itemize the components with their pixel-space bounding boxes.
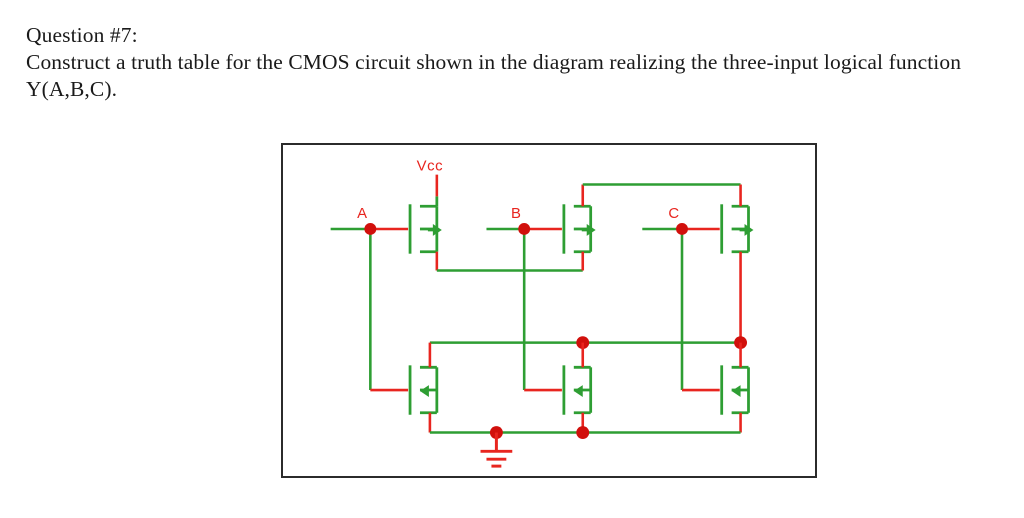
node-dot-c xyxy=(676,223,688,235)
pmos-b-symbol xyxy=(486,184,596,271)
question-block: Question #7: Construct a truth table for… xyxy=(26,22,1016,103)
pmos-c-symbol xyxy=(642,184,754,343)
node-dot-b xyxy=(518,223,531,235)
input-label-b: B xyxy=(511,206,522,222)
input-label-a: A xyxy=(357,206,368,222)
nmos-b-symbol xyxy=(524,342,593,433)
node-dot-a xyxy=(364,223,377,235)
cmos-circuit-svg: A Vcc B xyxy=(330,159,754,468)
nmos-c-symbol xyxy=(682,342,750,433)
pmos-a-symbol xyxy=(330,174,442,271)
supply-label-vcc: Vcc xyxy=(417,159,444,175)
question-body: Construct a truth table for the CMOS cir… xyxy=(26,50,962,101)
node-dot-ground-mid xyxy=(576,426,590,439)
page-bottom-edge xyxy=(0,505,1024,518)
input-label-c: C xyxy=(668,206,679,222)
ground-symbol xyxy=(480,432,513,468)
circuit-diagram-frame: A Vcc B xyxy=(281,143,817,478)
question-heading: Question #7: xyxy=(26,23,138,47)
nmos-a-symbol xyxy=(370,342,439,433)
